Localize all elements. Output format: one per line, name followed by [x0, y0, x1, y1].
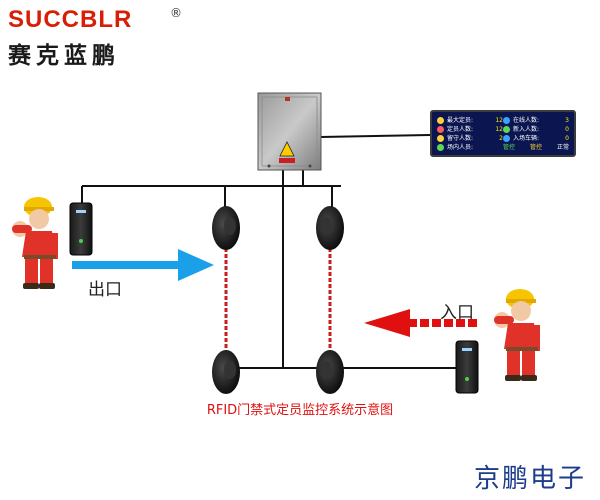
display-value: 3	[565, 117, 569, 124]
diagram-caption: RFID门禁式定员监控系统示意图	[206, 403, 394, 418]
exit-arrow	[72, 249, 214, 281]
card-reader-icon	[69, 202, 93, 256]
display-label: 留守人数:	[447, 135, 474, 142]
display-value: 2	[499, 135, 503, 142]
display-row: 留守人数: 2 入场车辆: 0	[437, 134, 569, 143]
infrared-beams	[224, 248, 332, 352]
car-icon	[503, 135, 510, 142]
infrared-detector-icon	[212, 206, 240, 250]
display-value: 12	[495, 117, 503, 124]
person-icon	[437, 126, 444, 133]
worker-icon	[494, 289, 540, 381]
display-row: 场内人员: 管控 管控 正常	[437, 143, 569, 152]
infrared-detector-icon	[212, 350, 240, 394]
display-status: 管控	[503, 144, 516, 151]
person-icon	[437, 144, 444, 151]
control-box-icon	[257, 92, 322, 171]
display-value: 12	[495, 126, 503, 133]
display-value: 0	[565, 135, 569, 142]
display-status: 正常	[556, 144, 569, 151]
display-row: 定员人数: 12 新入人数: 0	[437, 125, 569, 134]
display-value: 0	[565, 126, 569, 133]
led-display-icon: 最大定员: 12 在线人数: 3 定员人数: 12 新入人数: 0 留守人数: 2 入场车…	[430, 110, 576, 157]
display-label: 入场车辆:	[513, 135, 540, 142]
infrared-detector-icon	[316, 350, 344, 394]
brand-logo-cn: 赛克蓝鹏	[8, 42, 120, 69]
display-label: 新入人数:	[513, 126, 540, 133]
display-label: 最大定员:	[447, 117, 474, 124]
display-label: 在线人数:	[513, 117, 540, 124]
wiring	[81, 134, 456, 369]
person-icon	[437, 135, 444, 142]
card-reader-icon	[455, 340, 479, 394]
exit-label: 出口	[88, 280, 122, 300]
worker-icon	[12, 197, 58, 289]
footer-brand: 京鹏电子	[473, 464, 586, 494]
display-label: 定员人数:	[447, 126, 474, 133]
brand-registered-mark: ®	[170, 6, 182, 20]
person-icon	[503, 126, 510, 133]
brand-logo-en: SUCCBLR	[8, 6, 133, 33]
infrared-detector-icon	[316, 206, 344, 250]
person-icon	[437, 117, 444, 124]
entry-arrow	[364, 309, 480, 337]
display-label: 场内人员:	[447, 144, 474, 151]
person-icon	[503, 117, 510, 124]
display-status: 管控	[529, 144, 542, 151]
display-row: 最大定员: 12 在线人数: 3	[437, 116, 569, 125]
entry-label: 入口	[440, 303, 474, 323]
